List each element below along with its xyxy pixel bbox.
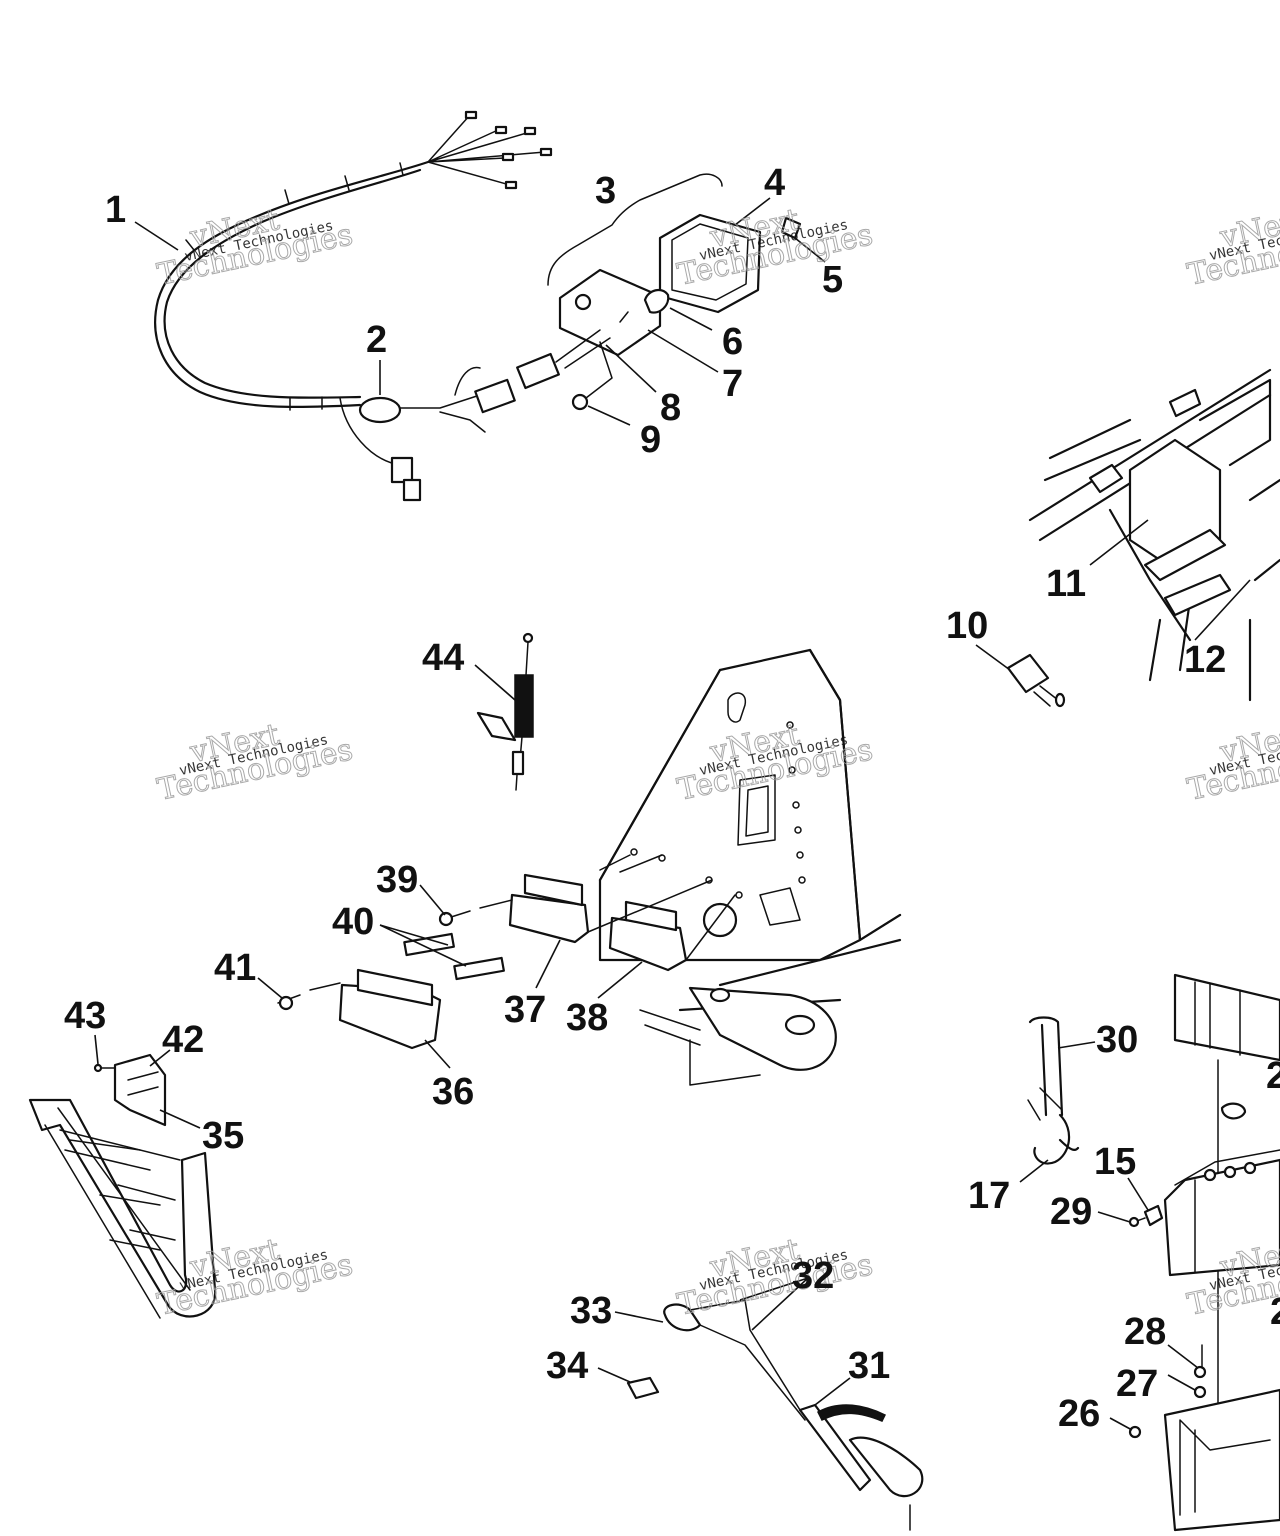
callout-28: 28 — [1124, 1311, 1166, 1353]
callout-35: 35 — [202, 1115, 244, 1157]
callout-42: 42 — [162, 1019, 204, 1061]
callout-36: 36 — [432, 1071, 474, 1113]
connector-part-10 — [1006, 653, 1066, 708]
callout-29: 29 — [1050, 1191, 1092, 1233]
callout-34: 34 — [546, 1345, 588, 1387]
watermark: vNext vNext Technologies Technologies — [1184, 202, 1280, 294]
callout-labels: 1 2 3 4 5 6 7 8 9 10 11 12 15 17 26 27 2… — [64, 162, 1280, 1435]
callout-40: 40 — [332, 901, 374, 943]
watermark: vNext vNext Technologies Technologies — [154, 1232, 356, 1324]
leader-lines — [94, 197, 1251, 1431]
callout-8: 8 — [660, 387, 681, 429]
watermark: vNext vNext Technologies Technologies — [154, 717, 356, 809]
callout-38: 38 — [566, 997, 608, 1039]
guard-assembly — [28, 1053, 217, 1319]
wire-part-44 — [476, 632, 534, 791]
callout-5: 5 — [822, 259, 843, 301]
callout-4: 4 — [764, 162, 785, 204]
callout-1: 1 — [105, 189, 126, 231]
battery-area — [1128, 973, 1280, 1532]
skid-plates — [277, 848, 743, 1050]
callout-partial-1: 2 — [1266, 1055, 1280, 1097]
callout-10: 10 — [946, 605, 988, 647]
callout-33: 33 — [570, 1290, 612, 1332]
callout-44: 44 — [422, 637, 464, 679]
callout-6: 6 — [722, 321, 743, 363]
hook-strap — [1027, 1016, 1080, 1165]
callout-partial-2: 2 — [1270, 1291, 1280, 1333]
callout-37: 37 — [504, 989, 546, 1031]
callout-41: 41 — [214, 947, 256, 989]
callout-30: 30 — [1096, 1019, 1138, 1061]
sender-assembly — [626, 1299, 924, 1531]
callout-9: 9 — [640, 419, 661, 461]
callout-43: 43 — [64, 995, 106, 1037]
callout-12: 12 — [1184, 639, 1226, 681]
callout-27: 27 — [1116, 1363, 1158, 1405]
frame-upper-right — [1028, 368, 1280, 702]
callout-11: 11 — [1046, 563, 1086, 605]
callout-3: 3 — [595, 170, 616, 212]
callout-15: 15 — [1094, 1141, 1136, 1183]
frame-bracket — [598, 648, 902, 1086]
wire-harness — [154, 110, 553, 502]
watermark: vNext vNext Technologies Technologies — [1184, 717, 1280, 809]
watermark: vNext vNext Technologies Technologies — [674, 1232, 876, 1324]
callout-32: 32 — [792, 1255, 834, 1297]
callout-7: 7 — [722, 363, 743, 405]
callout-17: 17 — [968, 1175, 1010, 1217]
callout-31: 31 — [848, 1345, 890, 1387]
callout-26: 26 — [1058, 1393, 1100, 1435]
callout-2: 2 — [366, 319, 387, 361]
watermark: vNext vNext Technologies Technologies — [154, 202, 356, 294]
callout-39: 39 — [376, 859, 418, 901]
